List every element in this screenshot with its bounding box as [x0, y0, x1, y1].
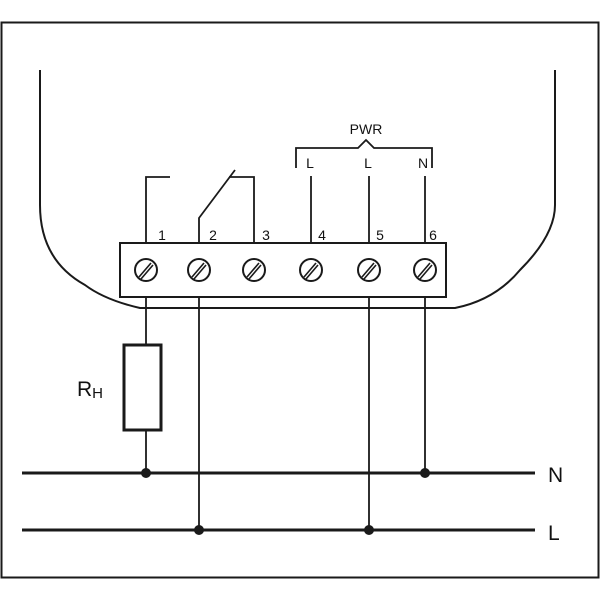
pwr-bracket: [295, 138, 433, 168]
neutral-bus-label: N: [548, 464, 563, 487]
terminal-block: [119, 242, 447, 298]
terminal-screw-6: [413, 258, 437, 282]
line-bus-label: L: [548, 522, 560, 545]
terminal-screw-1: [134, 258, 158, 282]
terminal-number-1: 1: [158, 227, 166, 243]
junction-dot-terminal-2-line: [194, 525, 204, 535]
terminal-number-3: 3: [262, 227, 270, 243]
terminal-number-2: 2: [209, 227, 217, 243]
terminal-screw-5: [357, 258, 381, 282]
heater-resistor: [122, 343, 163, 432]
relay-contact-3: [229, 176, 255, 243]
junction-dot-heater-neutral: [141, 468, 151, 478]
terminal-number-5: 5: [376, 227, 384, 243]
diagram-frame: [0, 21, 600, 579]
relay-switch-arm: [198, 169, 236, 243]
junction-dot-terminal-6-neutral: [420, 468, 430, 478]
pwr-input-label-2: L: [364, 155, 372, 171]
junction-dot-terminal-5-line: [364, 525, 374, 535]
heater-label-main: R: [77, 378, 92, 401]
pwr-input-label-3: N: [418, 155, 428, 171]
heater-label-sub: H: [92, 385, 103, 402]
pwr-input-label-1: L: [306, 155, 314, 171]
terminal-screw-4: [299, 258, 323, 282]
device-housing-outline: [39, 70, 556, 309]
pwr-label: PWR: [350, 121, 383, 137]
relay-contact-1: [145, 176, 170, 243]
terminal-number-4: 4: [318, 227, 326, 243]
terminal-number-6: 6: [429, 227, 437, 243]
heater-label: RH: [77, 378, 103, 402]
terminal-screw-3: [242, 258, 266, 282]
terminal-screw-2: [187, 258, 211, 282]
